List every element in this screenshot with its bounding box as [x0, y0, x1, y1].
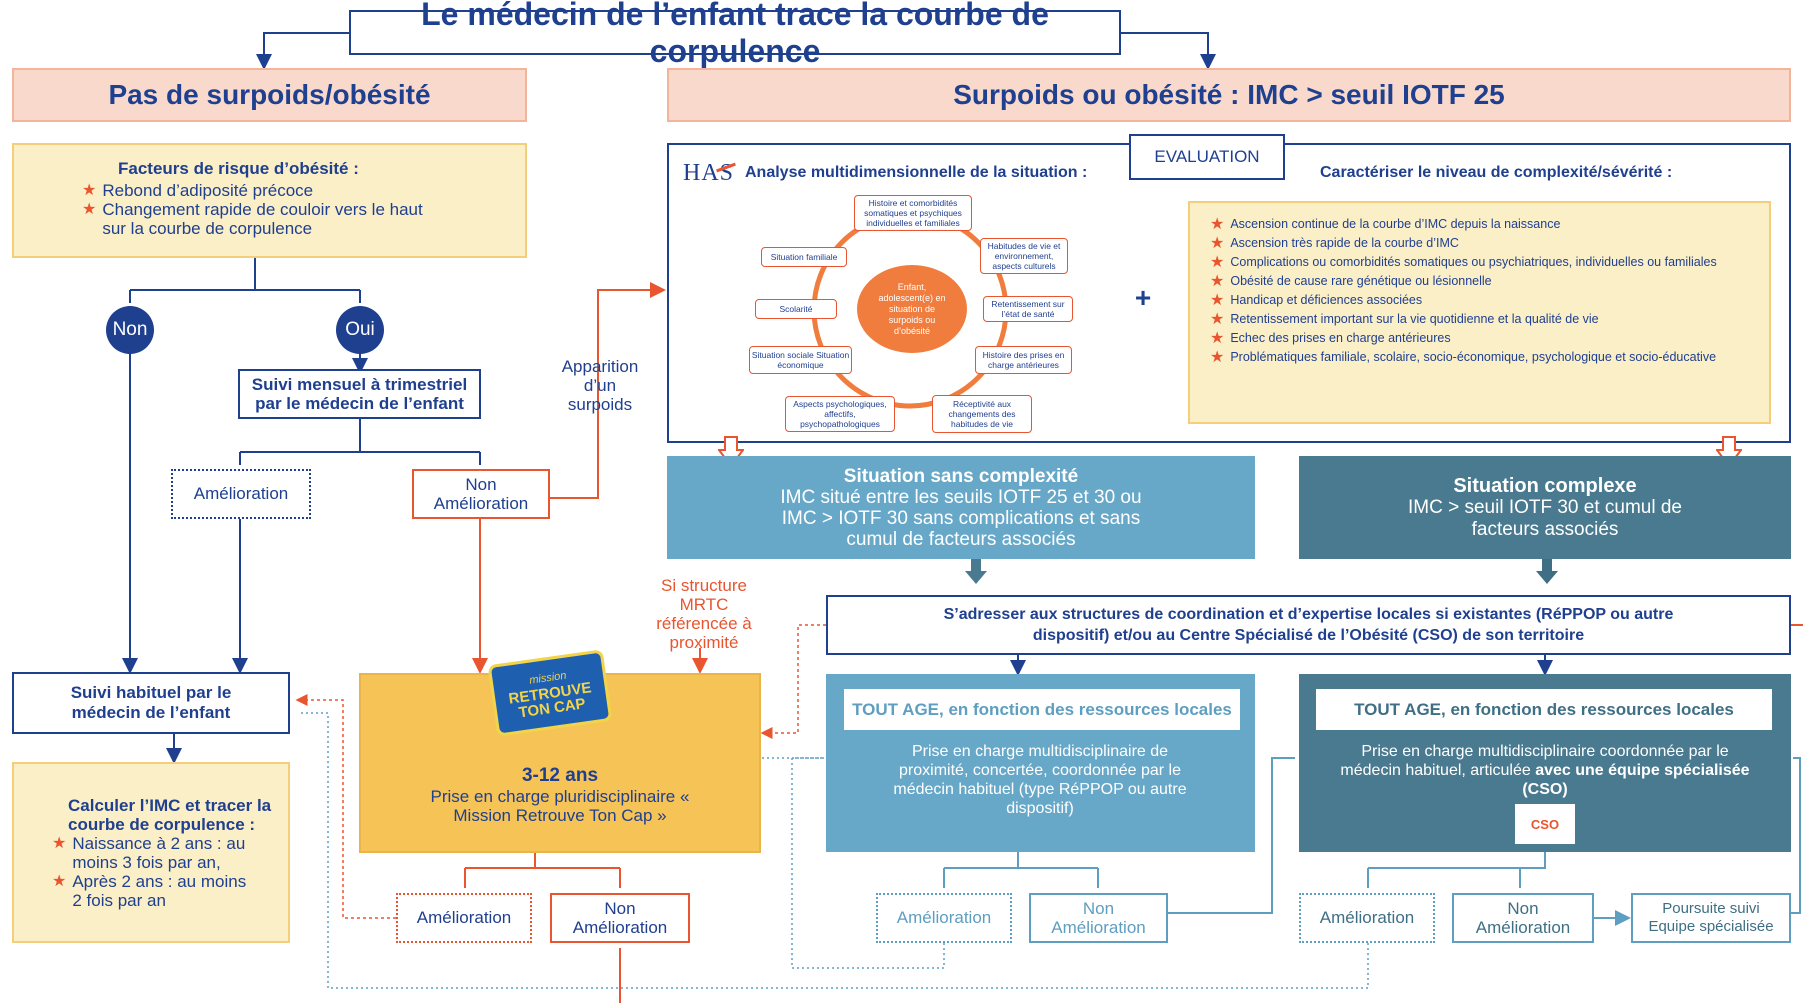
amelioration-box-proximite: Amélioration	[876, 893, 1012, 943]
star-icon: ★	[82, 182, 97, 199]
star-icon: ★	[52, 873, 67, 890]
bubble-scolarite: Scolarité	[755, 299, 837, 319]
bubble-histoire: Histoire et comorbidités somatiques et p…	[854, 195, 972, 231]
evaluation-label: EVALUATION	[1129, 134, 1285, 180]
complexity-item: ★Echec des prises en charge antérieures	[1210, 330, 1451, 347]
caract-title: Caractériser le niveau de complexité/sév…	[1320, 164, 1673, 181]
analyse-title: Analyse multidimensionnelle de la situat…	[745, 164, 1088, 181]
non-amelioration-box-left: Non Amélioration	[412, 469, 550, 519]
risk-factors-box: Facteurs de risque d’obésité : ★Rebond d…	[12, 143, 527, 258]
calc-imc-box: Calculer l’IMC et tracer la courbe de co…	[12, 762, 290, 943]
left-header: Pas de surpoids/obésité	[12, 68, 527, 122]
star-icon: ★	[1210, 216, 1225, 233]
non-amelioration-box-mission: Non Amélioration	[550, 893, 690, 943]
oui-circle: Oui	[336, 306, 384, 354]
star-icon: ★	[1210, 273, 1225, 290]
bubble-sociale: Situation sociale Situation économique	[749, 346, 852, 374]
bubble-familiale: Situation familiale	[761, 247, 847, 267]
risk-item: ★Rebond d’adiposité précoce	[82, 181, 314, 200]
plus-sign: +	[1134, 282, 1152, 313]
cso-logo: CSO	[1515, 804, 1575, 844]
has-logo: HAS	[683, 160, 736, 186]
complexity-item: ★Ascension continue de la courbe d’IMC d…	[1210, 216, 1561, 233]
tout-age-label-right: TOUT AGE, en fonction des ressources loc…	[1316, 689, 1772, 730]
situation-sans-complexite: Situation sans complexité IMC situé entr…	[667, 456, 1255, 559]
down-arrow-icon	[965, 559, 987, 584]
star-icon: ★	[1210, 292, 1225, 309]
tout-age-label-left: TOUT AGE, en fonction des ressources loc…	[844, 689, 1240, 730]
risk-factors-title: Facteurs de risque d’obésité :	[118, 159, 359, 178]
complexity-item: ★Problématiques familiale, scolaire, soc…	[1210, 349, 1717, 366]
suivi-mensuel-box: Suivi mensuel à trimestriel par le médec…	[238, 369, 481, 419]
proximite-text: Prise en charge multidisciplinaire de pr…	[893, 743, 1187, 817]
bubble-receptivite: Réceptivité aux changements des habitude…	[932, 395, 1032, 433]
right-header: Surpoids ou obésité : IMC > seuil IOTF 2…	[667, 68, 1791, 122]
complexe-text: IMC > seuil IOTF 30 et cumul de facteurs…	[1407, 496, 1682, 540]
complexity-item: ★Retentissement important sur la vie quo…	[1210, 311, 1599, 328]
sans-complexite-title: Situation sans complexité	[843, 465, 1079, 487]
complexity-item: ★Complications ou comorbidités somatique…	[1210, 254, 1717, 271]
complexe-title: Situation complexe	[1453, 474, 1637, 497]
star-icon: ★	[1210, 349, 1225, 366]
bubble-habitudes: Habitudes de vie et environnement, aspec…	[980, 238, 1068, 274]
mission-age: 3-12 ans	[521, 765, 599, 786]
specialisee-text: Prise en charge multidisciplinaire coord…	[1340, 742, 1750, 798]
situation-complexe: Situation complexe IMC > seuil IOTF 30 e…	[1299, 456, 1791, 559]
mission-text: Prise en charge pluridisciplinaire « Mis…	[430, 787, 690, 825]
suivi-habituel-box: Suivi habituel par le médecin de l’enfan…	[12, 672, 290, 734]
amelioration-box-left: Amélioration	[171, 469, 311, 519]
non-amelioration-box-proximite: Non Amélioration	[1029, 893, 1168, 943]
star-icon: ★	[52, 835, 67, 852]
apparition-label: Apparition d’un surpoids	[561, 356, 639, 414]
star-icon: ★	[82, 201, 97, 218]
amelioration-box-specialisee: Amélioration	[1299, 893, 1435, 943]
complexity-item: ★Ascension très rapide de la courbe d’IM…	[1210, 235, 1459, 252]
bubble-prises-en-charge: Histoire des prises en charge antérieure…	[975, 346, 1072, 374]
bubble-psycho: Aspects psychologiques, affectifs, psych…	[785, 396, 895, 432]
complexity-box: ★Ascension continue de la courbe d’IMC d…	[1188, 201, 1771, 424]
non-circle: Non	[106, 306, 154, 354]
complexity-item: ★Handicap et déficiences associées	[1210, 292, 1423, 309]
amelioration-box-mission: Amélioration	[396, 893, 532, 943]
center-bubble: Enfant, adolescent(e) en situation de su…	[857, 265, 967, 353]
star-icon: ★	[1210, 254, 1225, 271]
calc-item: ★Après 2 ans : au moins 2 fois par an	[52, 872, 247, 910]
star-icon: ★	[1210, 330, 1225, 347]
sans-complexite-text: IMC situé entre les seuils IOTF 25 et 30…	[780, 486, 1142, 550]
star-icon: ★	[1210, 235, 1225, 252]
risk-item: ★Changement rapide de couloir vers le ha…	[82, 200, 423, 238]
star-icon: ★	[1210, 311, 1225, 328]
bubble-retentissement: Retentissement sur l’état de santé	[983, 296, 1073, 322]
non-amelioration-box-specialisee: Non Amélioration	[1452, 893, 1594, 943]
calc-imc-title: Calculer l’IMC et tracer la courbe de co…	[68, 796, 272, 834]
down-arrow-icon	[1536, 559, 1558, 584]
page-title: Le médecin de l’enfant trace la courbe d…	[349, 0, 1121, 69]
poursuite-box: Poursuite suivi Equipe spécialisée	[1631, 893, 1791, 943]
calc-item: ★Naissance à 2 ans : au moins 3 fois par…	[52, 834, 246, 872]
sadresser-box: S’adresser aux structures de coordinatio…	[826, 595, 1791, 655]
mrtc-label: Si structure MRTC référencée à proximité	[656, 576, 752, 652]
complexity-item: ★Obésité de cause rare génétique ou lési…	[1210, 273, 1492, 290]
